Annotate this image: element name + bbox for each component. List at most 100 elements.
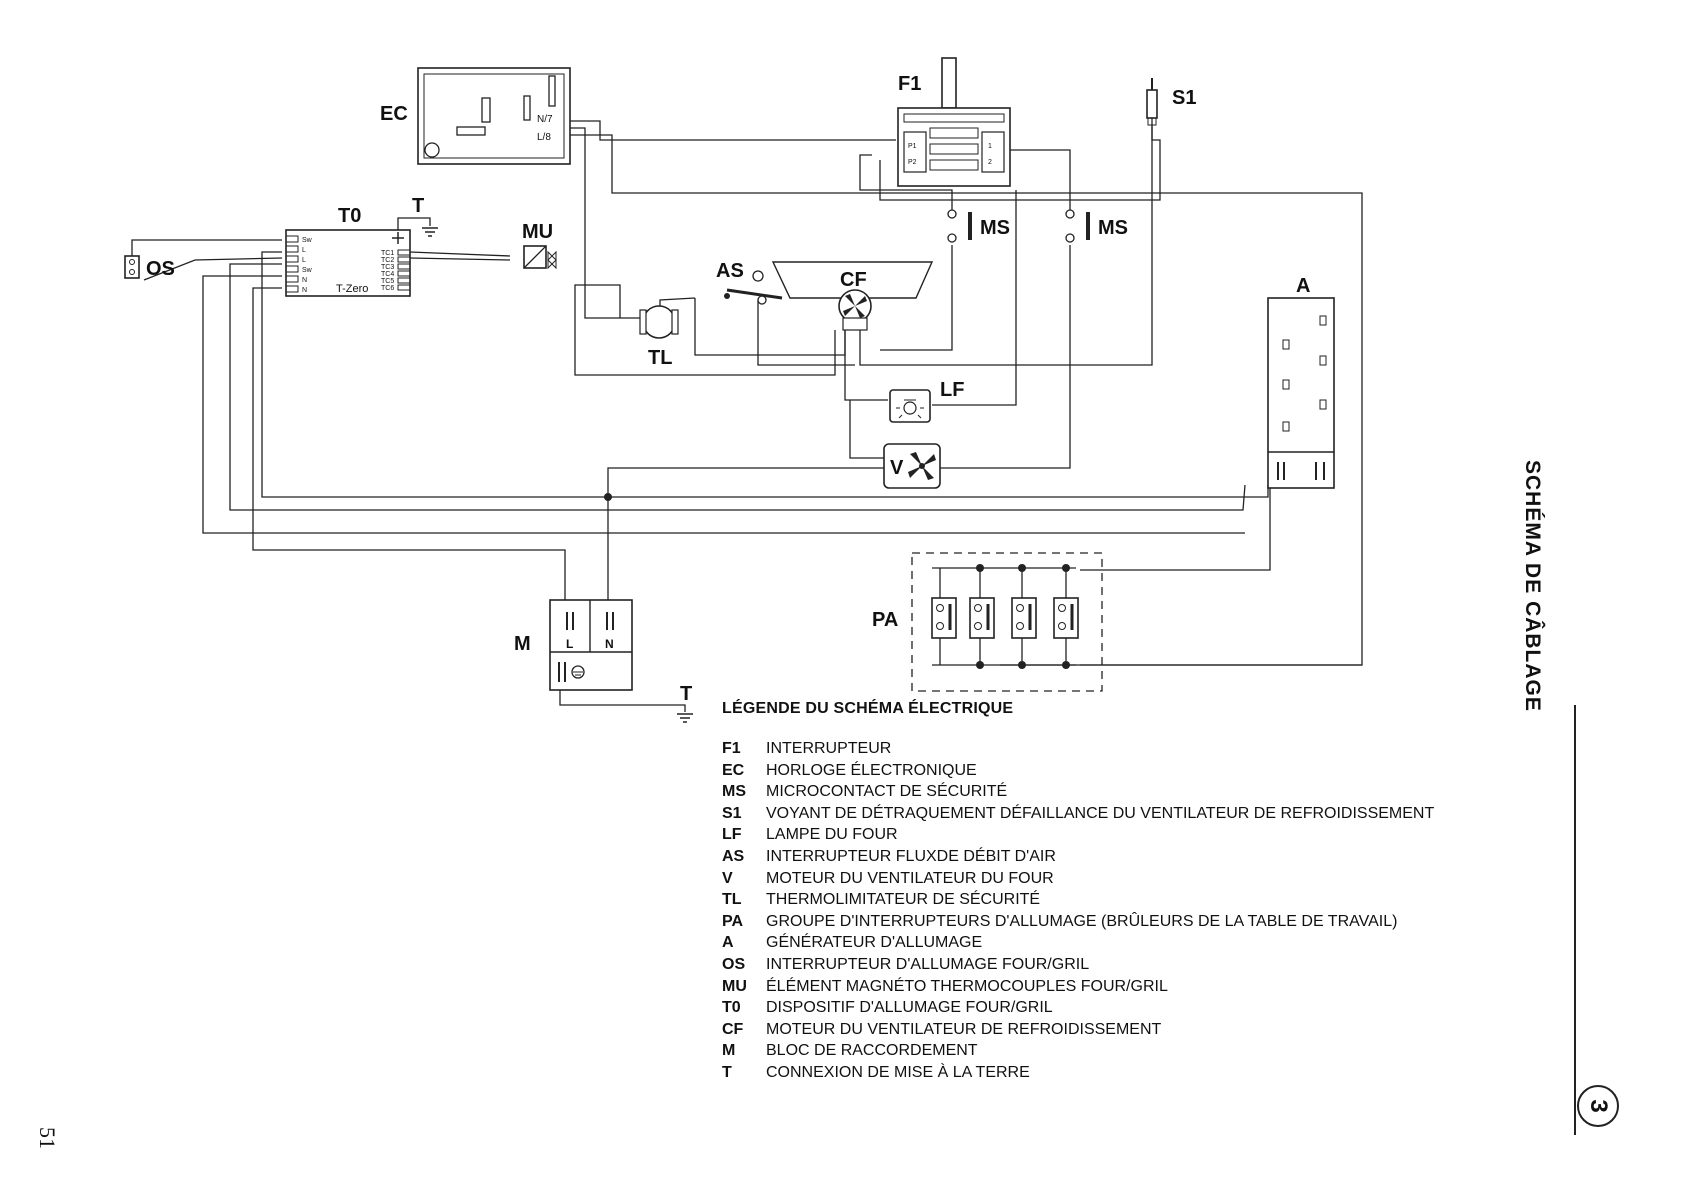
legend-code: T xyxy=(722,1063,732,1081)
s1-indicator xyxy=(1146,78,1158,126)
f1-contact-2: 2 xyxy=(988,159,992,166)
ec-clock: N/7 L/8 xyxy=(417,67,571,165)
a-ignition-generator xyxy=(1267,297,1335,489)
legend-item-os: OS INTERRUPTEUR D'ALLUMAGE FOUR/GRIL xyxy=(722,954,1542,976)
legend-item-s1: S1 VOYANT DE DÉTRAQUEMENT DÉFAILLANCE DU … xyxy=(722,803,1542,825)
legend-code: EC xyxy=(722,761,745,779)
legend-code: OS xyxy=(722,955,746,973)
mu-magnet-element xyxy=(523,245,557,270)
legend-code: S1 xyxy=(722,804,742,822)
m-terminal-l: L xyxy=(566,637,573,651)
legend-item-lf: LF LAMPE DU FOUR xyxy=(722,824,1542,846)
pa-switch-4 xyxy=(1053,597,1079,639)
t0-pin-n1: N xyxy=(302,277,307,284)
t0-ground-symbol xyxy=(422,227,438,237)
t0-pin-tc3: TC3 xyxy=(381,264,394,271)
ec-terminal-n7: N/7 xyxy=(537,114,553,125)
legend-text: LAMPE DU FOUR xyxy=(766,826,898,844)
legend-text: INTERRUPTEUR xyxy=(766,740,892,757)
ms2-label: MS xyxy=(1098,217,1128,239)
pa-ignition-switch-group xyxy=(911,552,1103,692)
legend-code: PA xyxy=(722,912,744,930)
as-label: AS xyxy=(716,260,744,282)
f1-label: F1 xyxy=(898,73,921,95)
t-bottom-label: T xyxy=(680,683,692,705)
a-label: A xyxy=(1296,275,1310,297)
v-label: V xyxy=(890,457,904,479)
legend-item-t0: T0 DISPOSITIF D'ALLUMAGE FOUR/GRIL xyxy=(722,997,1542,1019)
t0-pin-l1: L xyxy=(302,247,306,254)
mu-label: MU xyxy=(522,221,553,243)
page-number: 51 xyxy=(35,1127,60,1149)
f1-contact-p2: P2 xyxy=(908,159,917,166)
f1-switch: P1 P2 1 2 xyxy=(897,57,1011,187)
legend-code: M xyxy=(722,1042,736,1060)
t0-ignition-device: Sw L L Sw N N TC1 TC2 TC3 TC4 TC5 TC6 T-… xyxy=(285,229,411,297)
legend-text: THERMOLIMITATEUR DE SÉCURITÉ xyxy=(766,891,1041,909)
legend-code: CF xyxy=(722,1020,744,1038)
os-switch xyxy=(124,255,140,279)
pa-switch-3 xyxy=(1011,597,1037,639)
legend-text: BLOC DE RACCORDEMENT xyxy=(766,1042,978,1060)
t0-pin-tc6: TC6 xyxy=(381,285,394,292)
v-oven-fan-icon xyxy=(883,443,941,489)
chapter-number: 3 xyxy=(1585,1099,1612,1113)
legend-text: VOYANT DE DÉTRAQUEMENT DÉFAILLANCE DU VE… xyxy=(766,804,1435,822)
tl-label: TL xyxy=(648,347,672,369)
t0-pin-tc1: TC1 xyxy=(381,250,394,257)
chapter-number-badge: 3 xyxy=(1577,1085,1619,1127)
t0-pin-n2: N xyxy=(302,287,307,294)
s1-label: S1 xyxy=(1172,87,1196,109)
t0-label: T0 xyxy=(338,205,361,227)
legend-code: T0 xyxy=(722,999,741,1017)
m-terminal-block: L N xyxy=(549,599,633,691)
t0-pin-tc2: TC2 xyxy=(381,257,394,264)
legend-code: AS xyxy=(722,847,745,865)
ms2-microswitch xyxy=(1065,209,1090,243)
t0-pin-tc5: TC5 xyxy=(381,278,394,285)
legend-item-f1: F1 INTERRUPTEUR xyxy=(722,738,1542,760)
legend-code: LF xyxy=(722,826,742,844)
t-top-label: T xyxy=(412,195,424,217)
legend-text: DISPOSITIF D'ALLUMAGE FOUR/GRIL xyxy=(766,999,1053,1017)
ec-terminal-l8: L/8 xyxy=(537,132,551,143)
t0-pin-sw2: Sw xyxy=(302,267,313,274)
t0-pin-tc4: TC4 xyxy=(381,271,394,278)
pa-switch-1 xyxy=(931,597,957,639)
t0-pin-l2: L xyxy=(302,257,306,264)
legend-title: LÉGENDE DU SCHÉMA ÉLECTRIQUE xyxy=(722,700,1014,717)
legend-code: MS xyxy=(722,783,746,801)
legend-code: F1 xyxy=(722,740,741,757)
cf-label: CF xyxy=(840,269,867,291)
os-label: OS xyxy=(146,258,175,280)
legend-code: V xyxy=(722,869,733,887)
legend-text: CONNEXION DE MISE À LA TERRE xyxy=(766,1063,1030,1081)
legend-text: MOTEUR DU VENTILATEUR DE REFROIDISSEMENT xyxy=(766,1020,1162,1038)
legend-code: MU xyxy=(722,977,747,995)
f1-contact-1: 1 xyxy=(988,143,992,150)
lf-label: LF xyxy=(940,379,964,401)
pa-label: PA xyxy=(872,609,898,631)
cf-cooling-fan-icon xyxy=(838,289,872,331)
side-divider xyxy=(1574,705,1576,1135)
lf-oven-lamp-icon xyxy=(889,389,931,423)
m-terminal-n: N xyxy=(605,637,614,651)
wires xyxy=(131,90,1363,712)
tl-thermal-limiter xyxy=(639,305,679,339)
section-title: SCHÉMA DE CÂBLAGE xyxy=(1521,460,1544,712)
legend-item-cf: CF MOTEUR DU VENTILATEUR DE REFROIDISSEME… xyxy=(722,1019,1542,1041)
ms1-label: MS xyxy=(980,217,1010,239)
legend-text: INTERRUPTEUR D'ALLUMAGE FOUR/GRIL xyxy=(766,955,1090,973)
ec-label: EC xyxy=(380,103,408,125)
